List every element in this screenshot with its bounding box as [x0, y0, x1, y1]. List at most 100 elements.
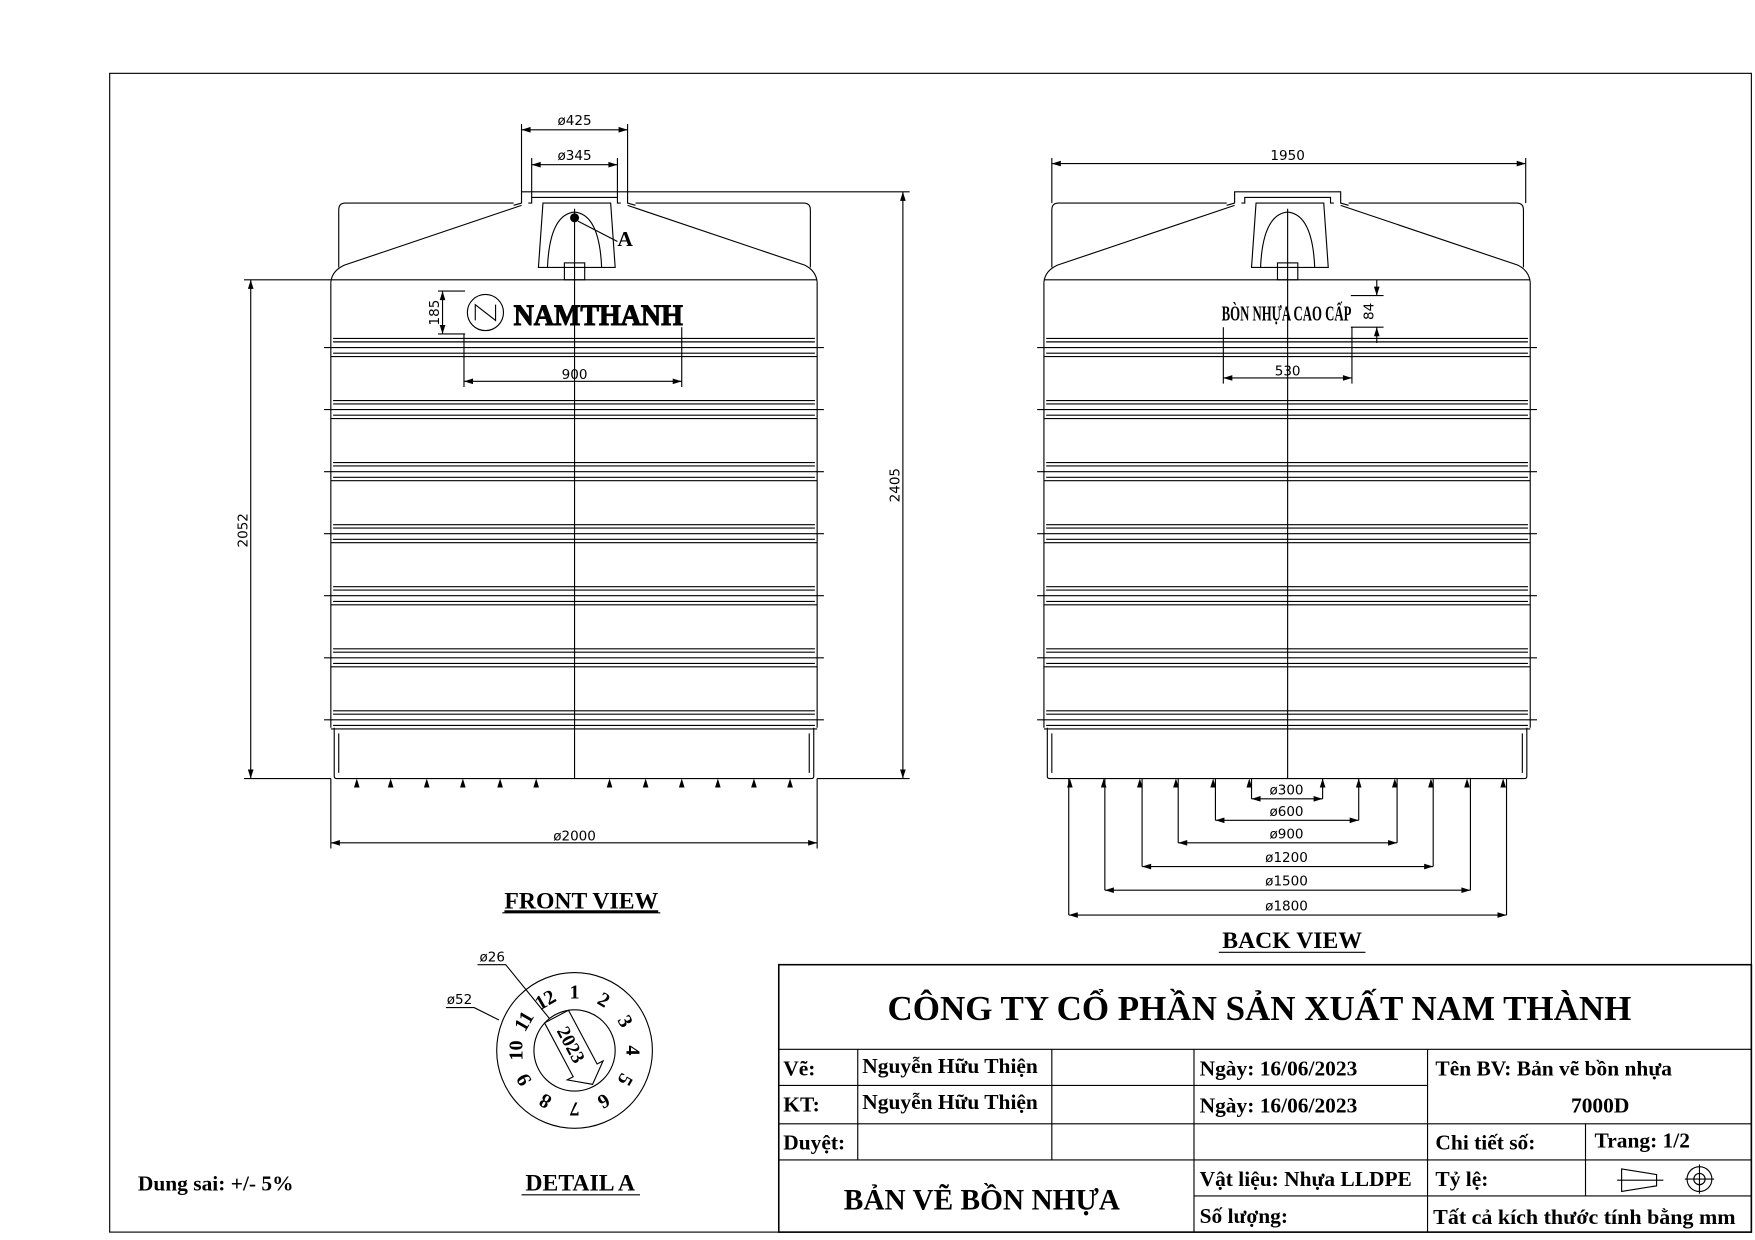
dimension-arrowhead: [1355, 778, 1362, 788]
dim-base-diameter: ø600: [1269, 804, 1303, 820]
month-number: 9: [512, 1069, 536, 1089]
detail-marker: A: [617, 227, 633, 251]
month-number: 1: [569, 982, 579, 1004]
dimension-arrowhead: [1137, 778, 1143, 788]
dimension-arrowhead: [900, 769, 906, 779]
dimension-line: [439, 291, 446, 334]
dim-h2405: 2405: [888, 468, 904, 502]
dimension-line: [531, 161, 618, 168]
drawing-name-value: 7000D: [1571, 1094, 1629, 1118]
dimension-arrowhead: [1500, 778, 1506, 788]
logo-icon: [466, 293, 505, 332]
dimension-line: [330, 840, 818, 846]
dimension-line: [900, 191, 906, 779]
dimension-line: [1251, 796, 1323, 802]
title-block: CÔNG TY CỔ PHẦN SẢN XUẤT NAM THÀNH Vẽ: N…: [777, 963, 1753, 1233]
front-view-title: FRONT VIEW: [504, 888, 658, 914]
dimension-line: [1223, 375, 1352, 381]
dimension-arrowhead: [678, 778, 685, 788]
dimension-arrowhead: [1373, 327, 1380, 337]
dim-d26: ø26: [479, 949, 504, 965]
dimension-arrowhead: [439, 291, 446, 301]
dimension-arrowhead: [808, 840, 818, 846]
month-number: 2: [594, 988, 614, 1012]
dimension-arrowhead: [1223, 375, 1233, 381]
dimension-arrowhead: [1051, 160, 1061, 167]
logo: NAMTHANH: [466, 293, 684, 332]
scale-label: Tỷ lệ:: [1435, 1167, 1488, 1191]
dimension-arrowhead: [439, 324, 446, 334]
quantity: Số lượng:: [1200, 1204, 1288, 1228]
dimension-arrowhead: [531, 161, 541, 168]
month-number: 11: [510, 1008, 539, 1036]
month-number: 7: [569, 1097, 579, 1119]
month-number: 10: [506, 1040, 528, 1060]
svg-text:NAMTHANH: NAMTHANH: [514, 300, 683, 332]
approved-label: Duyệt:: [783, 1131, 845, 1155]
date-dial-inner: [533, 1009, 616, 1092]
company-name: CÔNG TY CỔ PHẦN SẢN XUẤT NAM THÀNH: [888, 987, 1632, 1028]
dimension-arrowhead: [1373, 286, 1380, 296]
dimension-line: [1068, 912, 1507, 918]
dimension-arrowhead: [247, 769, 254, 779]
dimension-arrowhead: [1319, 778, 1326, 788]
tank-outline-back: [1036, 191, 1538, 780]
dimension-arrowhead: [423, 778, 430, 788]
date-arrow: [543, 1009, 605, 1085]
year-text: 2023: [552, 1023, 589, 1067]
dimension-line: [521, 126, 628, 133]
dim-text-width: 530: [1275, 364, 1301, 380]
dimension-line: [1104, 887, 1471, 894]
dimension-arrowhead: [1424, 863, 1434, 870]
dimension-arrowhead: [1142, 863, 1152, 870]
dimension-arrowhead: [900, 191, 906, 201]
checked-label: KT:: [783, 1092, 820, 1116]
page-number: Trang: 1/2: [1595, 1128, 1690, 1152]
dimension-arrowhead: [1428, 778, 1434, 788]
dimension-line: [1215, 817, 1359, 824]
dimension-arrowhead: [751, 778, 757, 788]
dimension-arrowhead: [247, 279, 254, 289]
dim-w1950: 1950: [1270, 148, 1304, 164]
dimension-arrowhead: [463, 378, 474, 385]
dimension-arrowhead: [642, 778, 649, 788]
dimension-arrowhead: [1461, 887, 1471, 894]
dim-base-diameter: ø900: [1269, 826, 1303, 842]
dimension-arrowhead: [1100, 778, 1107, 788]
dimension-arrowhead: [1388, 840, 1398, 846]
dimension-arrowhead: [353, 778, 360, 788]
tank-outline-front: [323, 191, 825, 780]
dimension-arrowhead: [608, 161, 618, 168]
dim-d2000: ø2000: [553, 829, 596, 845]
units-note: Tất cả kích thước tính bằng mm: [1433, 1205, 1736, 1229]
drawn-date: Ngày: 16/06/2023: [1200, 1056, 1358, 1080]
dimension-arrowhead: [1067, 778, 1073, 788]
dimension-arrowhead: [1497, 912, 1507, 918]
dimension-arrowhead: [1349, 817, 1359, 824]
month-number: 8: [536, 1089, 556, 1113]
month-number: 4: [621, 1045, 643, 1055]
dimension-arrowhead: [1516, 160, 1526, 167]
dimension-arrowhead: [497, 778, 503, 788]
dimension-arrowhead: [787, 778, 793, 788]
checked-date: Ngày: 16/06/2023: [1200, 1094, 1358, 1118]
dim-base-diameter: ø1500: [1265, 874, 1308, 890]
front-view: A NAMTHANH 185 900 ø425 ø345 2052 2405 ø…: [235, 113, 903, 914]
drawn-by: Nguyễn Hữu Thiện: [862, 1054, 1038, 1078]
dimension-arrowhead: [672, 378, 682, 385]
dimension-line: [1051, 160, 1526, 167]
dimension-arrowhead: [1246, 778, 1253, 788]
air-vent-dot: [570, 213, 580, 223]
projection-symbol-icon: [1617, 1164, 1715, 1194]
dimension-arrowhead: [533, 778, 540, 788]
detail-a-title: DETAIL A: [525, 1170, 635, 1196]
dimension-arrowhead: [521, 126, 531, 133]
dim-h2052: 2052: [235, 513, 251, 547]
dimension-arrowhead: [1210, 778, 1216, 788]
dim-logo-height: 185: [427, 300, 443, 326]
dimension-arrowhead: [1342, 375, 1352, 381]
back-view: BÒN NHỰA CAO CẤP 1950 84 530 ø300ø600ø90…: [1036, 148, 1538, 954]
month-number: 6: [594, 1089, 614, 1113]
dimension-arrowhead: [1464, 778, 1470, 788]
